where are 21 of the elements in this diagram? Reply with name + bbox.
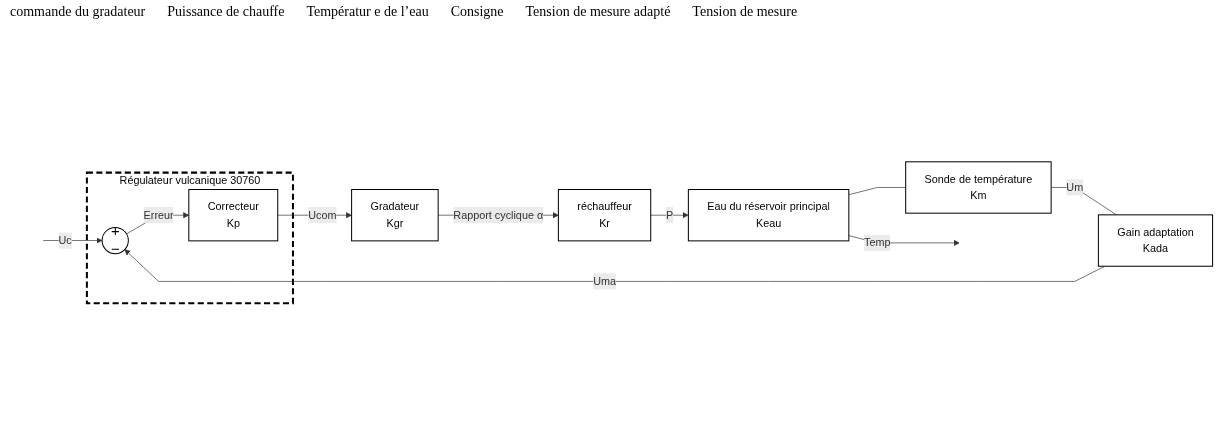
signal-label: Puissance de chauffe bbox=[167, 4, 285, 20]
node-box: Correcteur Kp bbox=[188, 189, 279, 242]
signal-label: Tension de mesure bbox=[692, 4, 798, 20]
edge-label: Erreur bbox=[143, 209, 174, 221]
node-box: réchauffeur Kr bbox=[557, 189, 652, 242]
node-box: Sonde de température Km bbox=[905, 161, 1052, 214]
edge-label: Uma bbox=[593, 275, 616, 287]
edge-label: Uc bbox=[58, 234, 72, 246]
edge-label: P bbox=[665, 209, 674, 221]
signal-label: Consigne bbox=[450, 4, 504, 20]
node-box: Gradateur Kgr bbox=[351, 189, 439, 242]
edge-label: Temp bbox=[864, 236, 891, 249]
signal-label: Tension de mesure adapté bbox=[525, 4, 671, 20]
node-box: Gain adaptation Kada bbox=[1097, 214, 1214, 267]
edge-label: Rapport cyclique α bbox=[453, 209, 544, 221]
edge-label: Um bbox=[1066, 181, 1084, 193]
node-circle: + − bbox=[101, 226, 129, 255]
node-box: Eau du réservoir principal Keau bbox=[687, 189, 850, 242]
edge-label: Ucom bbox=[308, 209, 337, 221]
signal-label: commande du gradateur bbox=[10, 4, 146, 20]
signal-label: Températur e de l’eau bbox=[306, 4, 429, 20]
